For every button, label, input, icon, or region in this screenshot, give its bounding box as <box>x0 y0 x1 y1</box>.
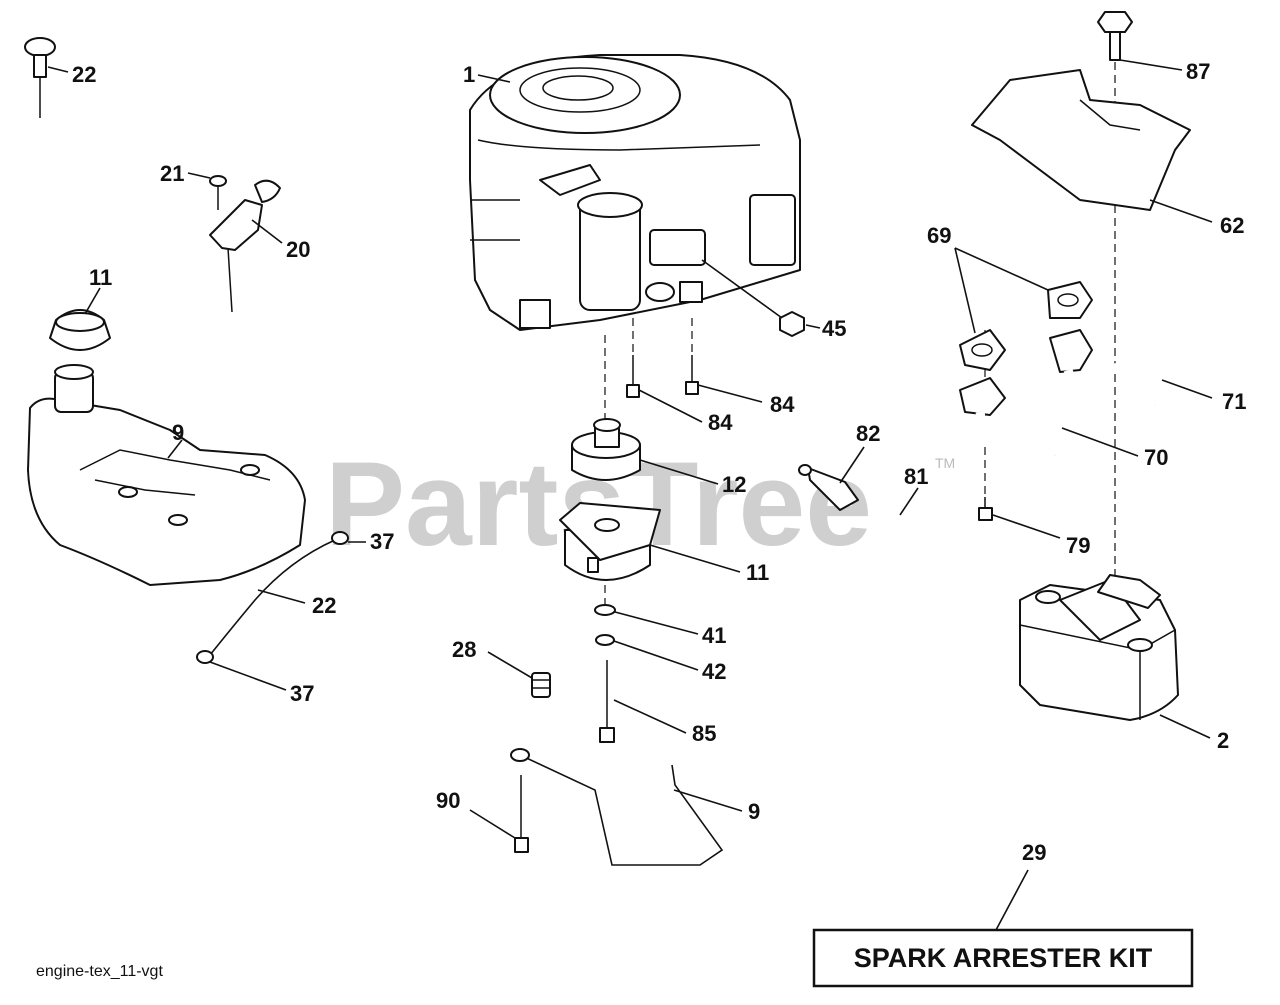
part-69-gasket-right <box>1047 281 1093 319</box>
part-81-hose <box>867 502 933 603</box>
callout-20: 20 <box>286 237 310 262</box>
part-22-dipstick-cap <box>24 37 56 118</box>
part-1-engine <box>469 54 801 331</box>
spark-arrester-kit-box: SPARK ARRESTER KIT <box>812 928 1194 988</box>
callout-85: 85 <box>692 721 716 746</box>
callout-28: 22 <box>312 593 336 618</box>
callout-87: 87 <box>1186 59 1210 84</box>
part-2-muffler <box>1019 574 1179 721</box>
callout-1: 1 <box>463 62 475 87</box>
callout-81: 81 <box>904 464 928 489</box>
part-87-knob <box>1097 11 1133 61</box>
callout-2: 2 <box>1217 728 1229 753</box>
callout-9: 9 <box>748 799 760 824</box>
callout-45: 45 <box>822 316 846 341</box>
part-62-heat-shield <box>971 69 1191 211</box>
part-69-gasket-left <box>959 329 1006 371</box>
callout-42: 42 <box>702 659 726 684</box>
callout-71: 71 <box>1222 389 1246 414</box>
callout-90: 90 <box>436 788 460 813</box>
part-12-pulley <box>571 418 641 481</box>
part-18-fuel-cap <box>49 309 111 351</box>
callout-21: 21 <box>160 161 184 186</box>
part-71-exhaust-pipe <box>1049 329 1160 406</box>
part-41-washer <box>594 604 616 616</box>
diagram-id: engine-tex_11-vgt <box>36 963 163 980</box>
callout-11: 11 <box>746 560 769 585</box>
callout-79: 79 <box>1066 533 1090 558</box>
part-20-bracket <box>209 179 281 313</box>
part-9-rod <box>510 748 724 866</box>
part-84-bolt-right <box>685 355 699 395</box>
callout-37-lower: 37 <box>290 681 314 706</box>
part-28-fuel-line <box>209 539 336 656</box>
part-82-breather <box>798 464 859 511</box>
part-11-clutch <box>559 502 661 581</box>
callout-41: 41 <box>702 623 726 648</box>
part-70-exhaust-pipe <box>959 377 1060 457</box>
leader-lines <box>47 59 1213 931</box>
callout-84-left: 84 <box>708 410 733 435</box>
part-79-screw <box>978 497 993 521</box>
part-85-bolt <box>599 660 615 743</box>
callout-22: 22 <box>72 62 96 87</box>
callout-69: 69 <box>927 223 951 248</box>
part-37-clamp-upper <box>331 531 349 545</box>
callout-62: 62 <box>1220 213 1244 238</box>
part-31-fitting <box>531 672 551 698</box>
watermark-tm: TM <box>935 455 955 471</box>
part-15-fuel-tank <box>27 364 306 586</box>
callout-31: 28 <box>452 637 476 662</box>
part-84-bolt-left <box>626 355 640 398</box>
callout-15: 9 <box>172 420 184 445</box>
spark-arrester-kit-label: SPARK ARRESTER KIT <box>854 943 1153 973</box>
callout-82: 82 <box>856 421 880 446</box>
callout-70: 70 <box>1144 445 1168 470</box>
callout-29: 29 <box>1022 840 1046 865</box>
part-37-clamp-lower <box>196 650 214 664</box>
callout-84-right: 84 <box>770 392 795 417</box>
callout-labels: 22 1 21 20 11 9 37 22 37 28 12 11 41 42 … <box>72 59 1246 865</box>
part-90-screw <box>514 775 529 853</box>
part-21-screw <box>209 175 227 210</box>
callout-18: 11 <box>89 265 112 290</box>
callout-12: 12 <box>722 472 746 497</box>
callout-37-upper: 37 <box>370 529 394 554</box>
part-45-nut <box>779 311 805 337</box>
part-42-washer <box>595 634 615 646</box>
